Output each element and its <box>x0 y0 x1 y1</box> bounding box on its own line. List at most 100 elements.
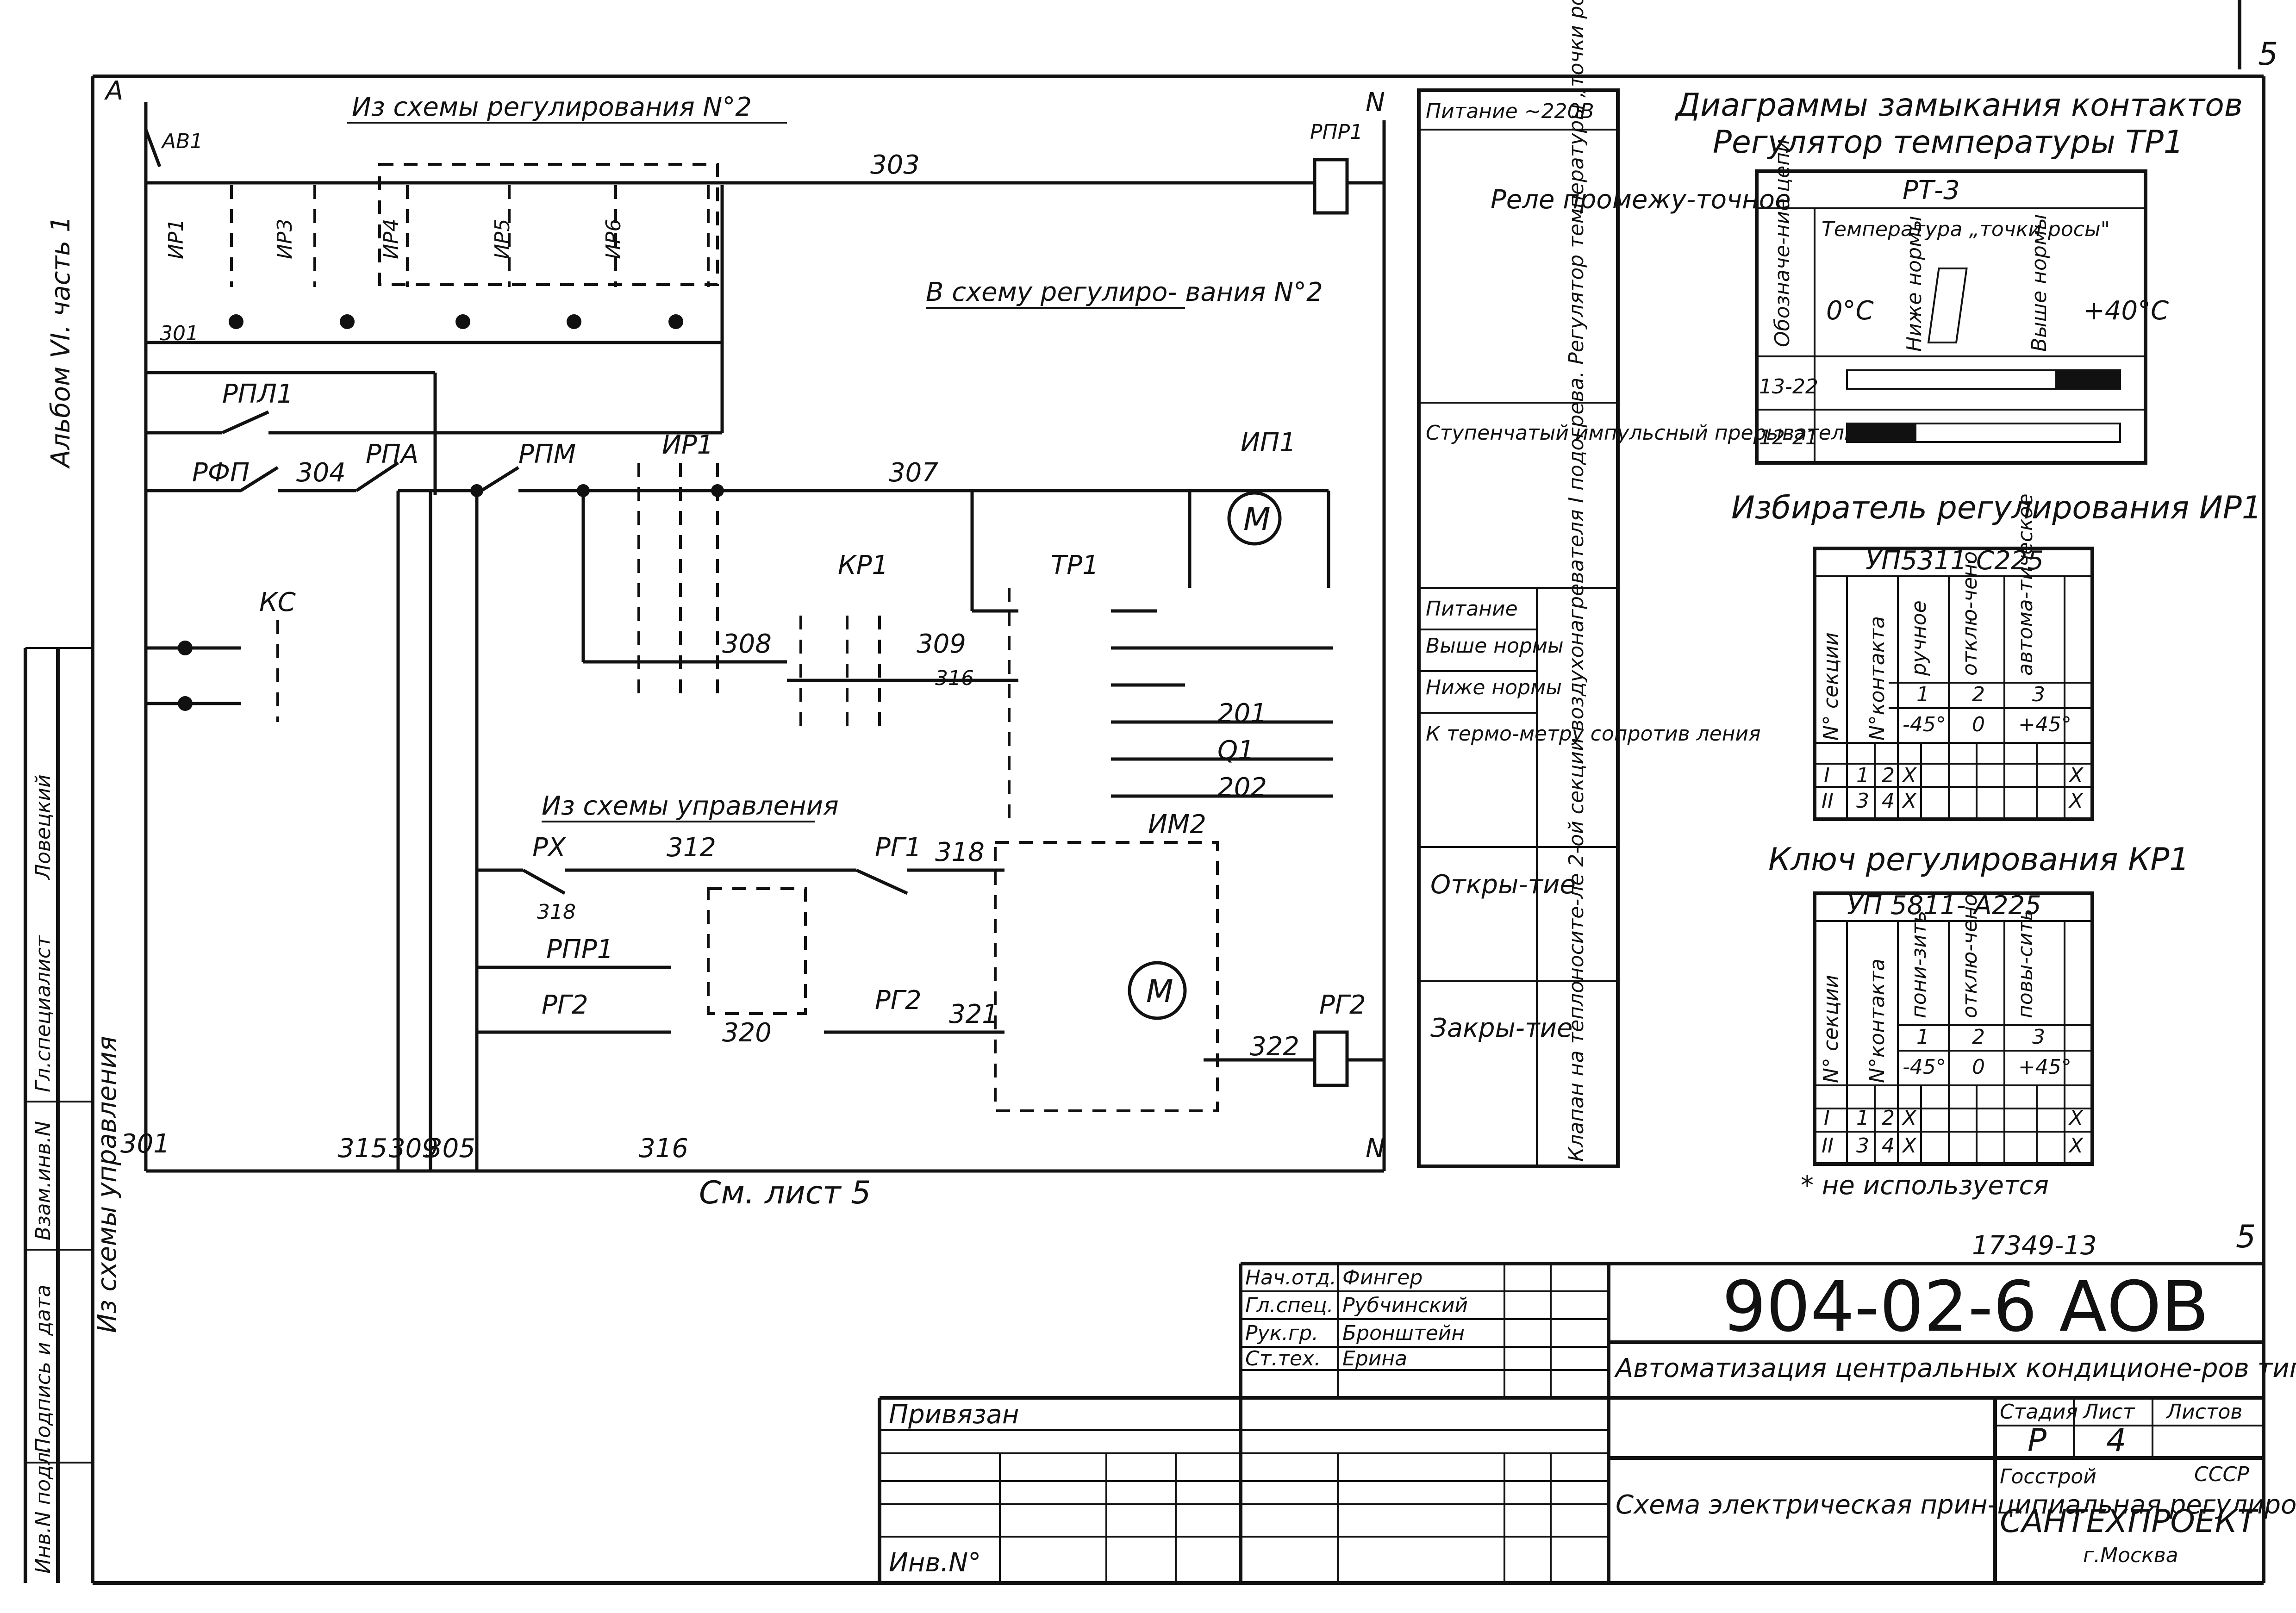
key-row2-c1: 3 <box>1856 1134 1869 1158</box>
selector-ir1-table: Избиратель регулирования ИР1 УП5311-С225… <box>1731 490 2262 821</box>
legend-closing: Закры-тие <box>1430 1013 1572 1043</box>
bus-n-label-bottom: N <box>1366 1133 1385 1164</box>
contact-bar-12-21 <box>1847 423 1916 442</box>
key-num-2: 2 <box>1972 1025 1985 1049</box>
legend-vertical-note: Клапан на теплоносите-ле 2-ой секции воз… <box>1565 0 1588 1162</box>
key-col-section: N° секции <box>1819 975 1843 1083</box>
key-row1-section: I <box>1824 1106 1830 1130</box>
key-title: Ключ регулирования КР1 <box>1768 841 2190 878</box>
key-row1-c2: 2 <box>1882 1106 1895 1130</box>
side-strip-sign: Подпись и дата <box>31 1285 55 1453</box>
signer-name-3: Бронштейн <box>1342 1321 1465 1345</box>
selector-col-contact: N°контакта <box>1866 616 1889 741</box>
key-col-contact: N°контакта <box>1866 959 1889 1083</box>
wire-303: 303 <box>870 150 920 180</box>
selector-pos-manual: ручное <box>1907 600 1931 676</box>
legend-column: Питание ~220В Реле промежу-точное Ступен… <box>1417 0 1856 1168</box>
corner-number: 5 <box>2258 36 2278 73</box>
key-row2-mark1: X <box>1902 1134 1917 1158</box>
diagram-header: Температура „точки росы" <box>1822 218 2110 241</box>
output-201: 201 <box>1217 698 1267 729</box>
diagram-below: Ниже нормы <box>1903 216 1926 352</box>
sheets-label: Листов <box>2165 1400 2242 1424</box>
relay-rg2-label: РГ2 <box>875 985 922 1015</box>
side-strip-replace: Взам.инв.N <box>31 1121 55 1240</box>
sheet-label: Лист <box>2082 1400 2135 1424</box>
wire-301-bottom: 301 <box>120 1129 170 1159</box>
signer-name-2: Рубчинский <box>1342 1294 1468 1317</box>
diagram-model: РТ-3 <box>1903 175 1960 206</box>
contact-bar-13-22 <box>2055 370 2120 389</box>
motor-ip1-symbol: M <box>1243 501 1271 538</box>
selector-ir4: ИР4 <box>380 219 403 259</box>
regulator-tr1-label: ТР1 <box>1051 550 1099 580</box>
relay-rpl1-label: РПЛ1 <box>222 379 293 409</box>
project-title: Автоматизация центральных кондиционе-ров… <box>1614 1353 2296 1383</box>
bound-label: Привязан <box>889 1400 1019 1430</box>
motor-im2-symbol: M <box>1146 973 1173 1010</box>
breaker-label: АВ1 <box>161 130 203 153</box>
signer-name-1: Фингер <box>1342 1266 1423 1289</box>
diagram-tr1: Диаграммы замыкания контактов Регулятор … <box>1674 87 2243 465</box>
legend-above-norm: Выше нормы <box>1426 634 1564 658</box>
selector-row1-mark4: X <box>2068 764 2084 787</box>
wire-309-bottom: 309 <box>389 1133 438 1164</box>
selector-num-3: 3 <box>2032 683 2045 706</box>
label-from-regulation-2: Из схемы регулирования N°2 <box>352 92 752 122</box>
bus-n-label: N <box>1366 87 1385 118</box>
diagram-title-line1: Диаграммы замыкания контактов <box>1674 87 2243 124</box>
selector-pos-auto: автома-тическое <box>2014 493 2037 676</box>
motor-im2-label: ИМ2 <box>1148 810 1206 840</box>
diagram-t-min: 0°C <box>1826 296 1874 326</box>
selector-row2-c1: 3 <box>1856 789 1869 813</box>
legend-below-norm: Ниже нормы <box>1426 676 1562 699</box>
legend-power: Питание <box>1426 597 1518 621</box>
wire-321: 321 <box>949 999 998 1029</box>
signer-role-2: Гл.спец. <box>1245 1294 1334 1317</box>
selector-row2-section: II <box>1822 789 1834 813</box>
side-strip-inv: Инв.N подл. <box>31 1445 55 1574</box>
key-model: УП 5811- А225 <box>1847 891 2041 921</box>
stage-value: Р <box>2028 1422 2046 1459</box>
wire-315-bottom: 315 <box>338 1133 387 1164</box>
signer-role-1: Нач.отд. <box>1245 1266 1336 1289</box>
selector-pos-off: отклю-чено <box>1958 551 1982 676</box>
selector-title: Избиратель регулирования ИР1 <box>1731 490 2262 526</box>
selector-angle-1: -45° <box>1903 713 1946 736</box>
relay-rpr1-contact: РПР1 <box>546 934 613 965</box>
selector-row2-mark1: X <box>1902 789 1917 813</box>
key-angle-3: +45° <box>2018 1055 2071 1079</box>
key-num-3: 3 <box>2032 1025 2045 1049</box>
diagram-t-max: +40°C <box>2083 296 2169 326</box>
key-row2-c2: 4 <box>1882 1134 1895 1158</box>
schematic-area: A N N АВ1 303 РПР1 ИР1 ИР3 ИР4 ИР5 ИР6 <box>104 76 1386 1173</box>
org-city: г.Москва <box>2083 1544 2178 1567</box>
motor-ip1-label: ИП1 <box>1241 428 1296 458</box>
switch-ks-label: КС <box>259 587 296 617</box>
from-control-vertical: Из схемы управления <box>92 1036 122 1333</box>
selector-row1-mark1: X <box>1902 764 1917 787</box>
selector-num-1: 1 <box>1916 683 1929 706</box>
selector-ir1-main: ИР1 <box>662 430 713 460</box>
relay-rg2-coil-label: РГ2 <box>1319 990 1366 1020</box>
key-row2-mark4: X <box>2068 1134 2084 1158</box>
selector-row2-c2: 4 <box>1882 789 1895 813</box>
relay-rx-label: РХ <box>532 833 567 863</box>
doc-code-small: 17349-13 <box>1972 1231 2097 1261</box>
key-kr1-table: Ключ регулирования КР1 УП 5811- А225 N° … <box>1768 841 2190 1201</box>
relay-rpa-label: РПА <box>366 439 418 469</box>
output-q1: Q1 <box>1217 735 1254 766</box>
legend-relay: Реле промежу-точное <box>1491 185 1791 215</box>
selector-ir3: ИР3 <box>273 219 297 259</box>
wire-304: 304 <box>296 458 346 488</box>
stage-label: Стадия <box>2000 1400 2078 1424</box>
wire-316-bottom: 316 <box>639 1133 688 1164</box>
org-line1: Госстрой <box>2000 1465 2096 1488</box>
label-from-control: Из схемы управления <box>542 791 839 821</box>
key-num-1: 1 <box>1916 1025 1929 1049</box>
selector-angle-2: 0 <box>1972 713 1985 736</box>
wire-316: 318 <box>537 900 576 924</box>
diagram-col-designation: Обозначе-ние цепи <box>1771 139 1794 347</box>
relay-rpm-label: РПМ <box>518 439 576 469</box>
